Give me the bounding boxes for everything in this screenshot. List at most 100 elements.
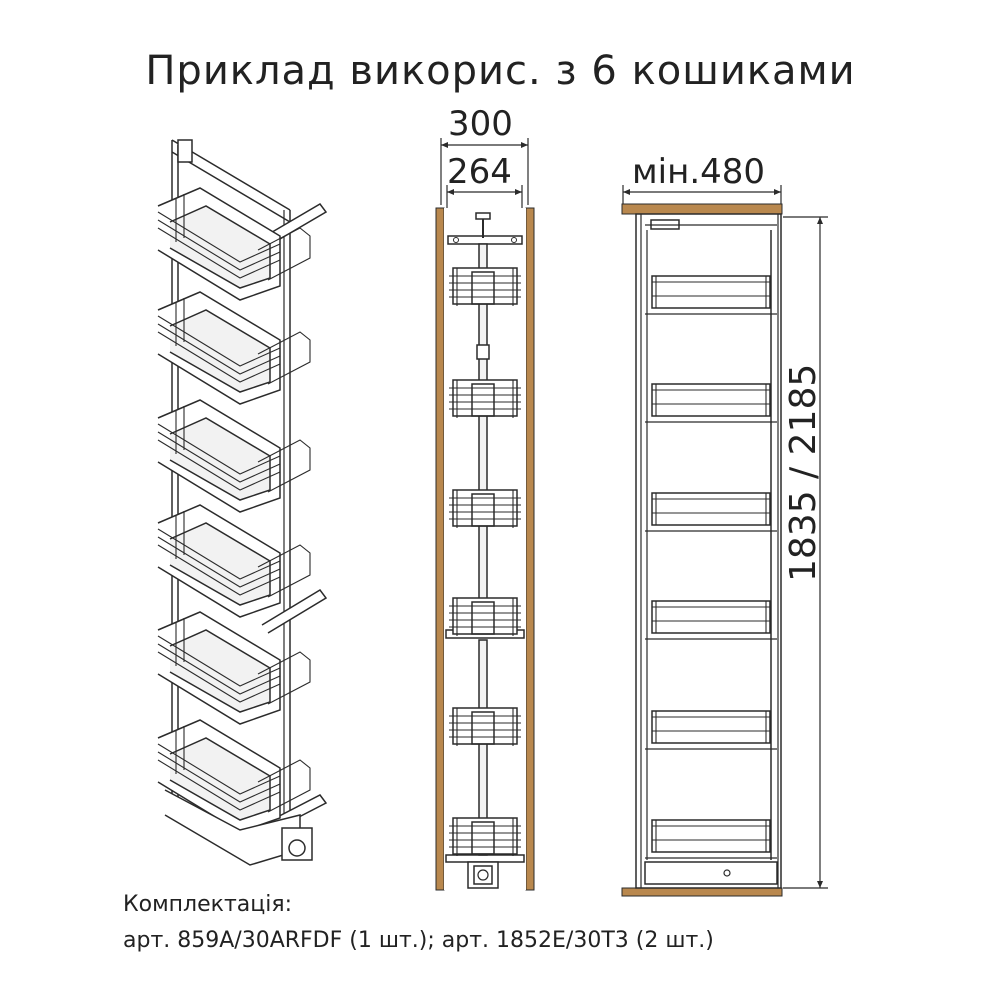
- basket-front-railing: [257, 651, 311, 705]
- cabinet-side-right: [525, 207, 535, 891]
- basket-front-railing: [257, 439, 311, 493]
- basket-clamp: [471, 711, 495, 745]
- basket-rail: [157, 544, 281, 596]
- basket-rail: [157, 431, 281, 483]
- basket-profile: [651, 492, 771, 526]
- middle-slide-rail: [261, 589, 328, 634]
- perspective-basket: [157, 187, 311, 301]
- basket-frame: [452, 489, 518, 527]
- front-basket: [449, 817, 521, 856]
- basket-rail: [157, 315, 281, 367]
- screw: [511, 237, 517, 243]
- basket-rail: [157, 211, 281, 263]
- basket-frame: [452, 597, 518, 635]
- arrow-head: [521, 142, 528, 148]
- perspective-view: [157, 139, 328, 866]
- kit-notes: Комплектація: арт. 859A/30ARFDF (1 шт.);…: [123, 887, 714, 959]
- front-basket: [449, 379, 521, 418]
- frame-top-inner: [171, 151, 291, 223]
- arrow-head: [774, 189, 781, 195]
- front-bottom-base: [467, 861, 499, 889]
- cabinet-top-panel: [621, 203, 783, 215]
- basket-rail: [157, 227, 281, 279]
- top-guide: [650, 219, 680, 230]
- basket-profile: [651, 819, 771, 853]
- basket-profile: [651, 710, 771, 744]
- front-basket: [449, 707, 521, 746]
- basket-rail: [157, 323, 281, 375]
- side-basket: [645, 819, 777, 859]
- dimension-lines: [440, 138, 828, 889]
- basket-rail: [157, 528, 281, 580]
- perspective-basket: [157, 719, 311, 833]
- basket-bottom: [169, 205, 271, 289]
- top-bracket: [177, 139, 193, 163]
- basket-clamp: [471, 383, 495, 417]
- basket-rail: [157, 439, 281, 491]
- front-view-cabinet: [435, 207, 535, 891]
- screw: [453, 237, 459, 243]
- basket-rail: [157, 759, 281, 811]
- dimension-inner-width: 264: [447, 152, 512, 192]
- perspective-basket: [157, 611, 311, 725]
- front-basket: [449, 489, 521, 528]
- cabinet-side-left: [435, 207, 445, 891]
- basket-clamp: [471, 271, 495, 305]
- basket-rail: [157, 219, 281, 271]
- basket-bottom: [169, 417, 271, 501]
- cabinet-body: [635, 213, 782, 889]
- basket-rail: [157, 423, 281, 475]
- front-basket: [449, 267, 521, 306]
- roller-wheel: [477, 869, 489, 881]
- basket-profile: [651, 275, 771, 309]
- side-basket: [645, 710, 777, 750]
- perspective-base: [164, 789, 313, 866]
- basket-rail: [157, 751, 281, 803]
- basket-front-railing: [257, 759, 311, 813]
- arrow-head: [441, 142, 448, 148]
- perspective-basket: [157, 399, 311, 513]
- perspective-basket: [157, 291, 311, 405]
- basket-bottom: [169, 522, 271, 606]
- basket-rail: [157, 643, 281, 695]
- basket-rail: [157, 536, 281, 588]
- basket-frame: [452, 379, 518, 417]
- basket-profile: [651, 600, 771, 634]
- basket-bottom: [169, 629, 271, 713]
- arrow-head: [623, 189, 630, 195]
- arrow-head: [447, 189, 454, 195]
- basket-clamp: [471, 821, 495, 855]
- arrow-head: [817, 217, 823, 224]
- dimension-outer-width: 300: [448, 104, 513, 144]
- bottom-mechanism: [644, 861, 778, 885]
- basket-rail: [157, 635, 281, 687]
- base-roller-box: [281, 827, 313, 861]
- side-view-cabinet: [621, 203, 783, 897]
- basket-frame: [452, 817, 518, 855]
- kit-articles: арт. 859A/30ARFDF (1 шт.); арт. 1852E/30…: [123, 928, 714, 953]
- kit-heading: Комплектація:: [123, 892, 292, 917]
- basket-bottom: [169, 309, 271, 393]
- side-basket: [645, 383, 777, 423]
- basket-profile: [651, 383, 771, 417]
- side-basket: [645, 600, 777, 640]
- arrow-head: [515, 189, 522, 195]
- dimension-height-range: 1835 / 2185: [783, 363, 824, 582]
- base-roller: [288, 839, 306, 857]
- front-basket: [449, 597, 521, 636]
- drawing-title: Приклад викорис. з 6 кошиками: [145, 48, 856, 94]
- basket-rail: [157, 743, 281, 795]
- basket-frame: [452, 707, 518, 745]
- basket-front-railing: [257, 331, 311, 385]
- column-joint: [476, 344, 490, 360]
- basket-clamp: [471, 601, 495, 635]
- basket-frame: [452, 267, 518, 305]
- basket-clamp: [471, 493, 495, 527]
- dimension-min-depth: мін.480: [632, 152, 766, 192]
- arrow-head: [817, 881, 823, 888]
- basket-front-railing: [257, 227, 311, 281]
- perspective-basket: [157, 504, 311, 618]
- front-column: [476, 243, 490, 856]
- side-basket: [645, 275, 777, 315]
